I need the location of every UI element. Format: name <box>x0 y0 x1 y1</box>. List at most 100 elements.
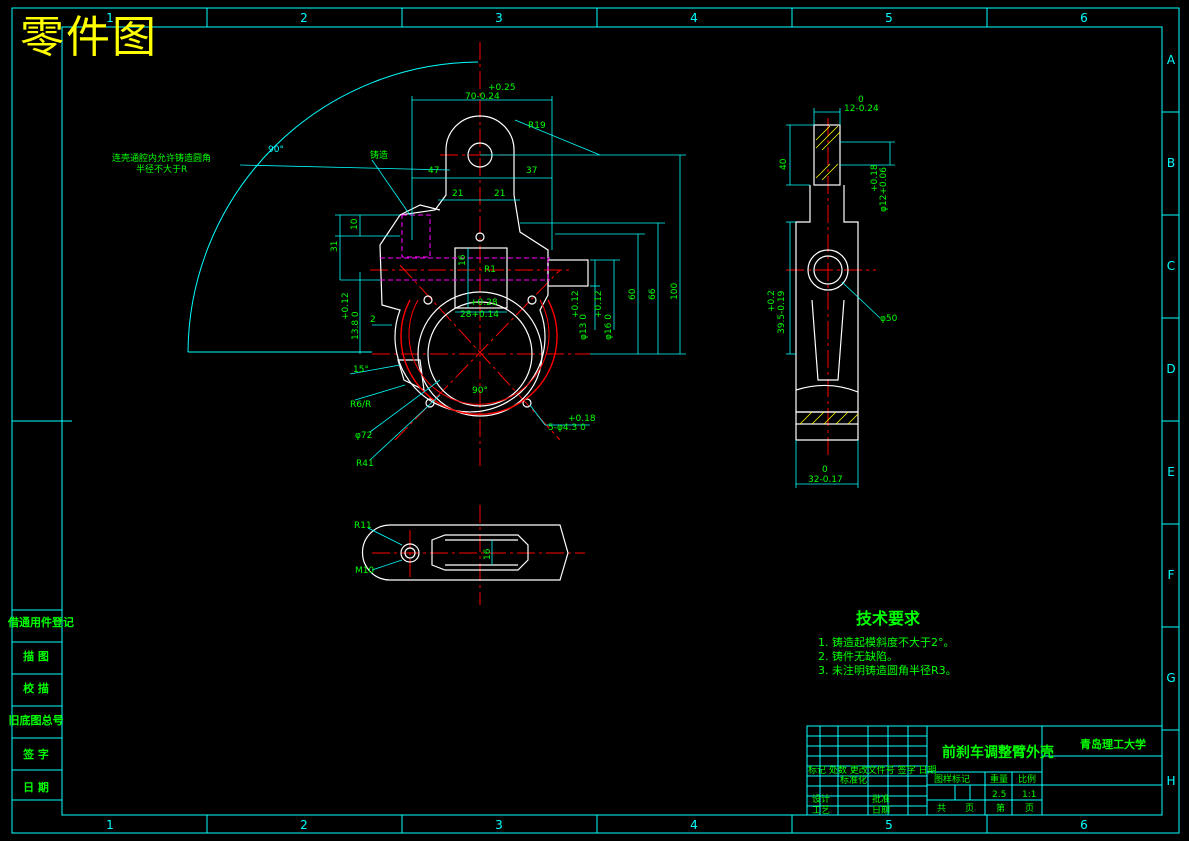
dim-r41: R41 <box>356 459 374 469</box>
dim-60: 60 <box>628 288 638 300</box>
dim-phi12-tol: +0.18 <box>870 164 880 192</box>
tech-requirement-item: 3. 未注明铸造圆角半径R3。 <box>818 664 957 677</box>
dim-37: 37 <box>526 166 537 176</box>
tech-requirements-title: 技术要求 <box>856 609 921 628</box>
dim-phi50: φ50 <box>880 314 898 324</box>
dim-2: 2 <box>370 315 376 325</box>
dim-40: 40 <box>779 158 789 170</box>
row-label: A <box>1167 53 1176 67</box>
dim-39-5-tol: +0.2 <box>767 290 777 312</box>
sheet-label: 第 <box>996 802 1005 814</box>
side-view: 0 12-0.24 40 +0.18 φ12+0.06 +0.2 39.5-0.… <box>767 95 898 488</box>
dim-28: 28+0.14 <box>460 310 499 320</box>
front-view-labels: +0.25 70-0.24 R19 47 37 21 21 R1 +0.28 2… <box>112 83 680 469</box>
col-label: 1 <box>106 11 114 25</box>
approve-label: 批准 <box>872 793 890 805</box>
dim-r11: R11 <box>354 521 372 531</box>
col-label: 6 <box>1080 818 1088 832</box>
tech-requirement-item: 2. 铸件无缺陷。 <box>818 650 898 663</box>
zone-labels: 1 2 3 4 5 6 1 2 3 4 5 6 A B C D E F G H <box>106 11 1176 832</box>
col-label: 1 <box>106 818 114 832</box>
col-label: 4 <box>690 818 698 832</box>
dim-r6: R6/R <box>350 400 371 410</box>
left-block-item: 校 描 <box>23 682 49 695</box>
drawing-frame <box>11 7 1180 834</box>
scale-value: 1:1 <box>1022 790 1036 800</box>
left-block-item: 描 图 <box>23 650 49 663</box>
bottom-view: R11 M10 16 <box>354 505 585 605</box>
dim-phi12: φ12+0.06 <box>879 167 889 212</box>
dim-phi16-tol: +0.12 <box>594 290 604 318</box>
dim-10: 10 <box>350 218 360 230</box>
dim-31: 31 <box>330 241 340 252</box>
dim-12: 12-0.24 <box>844 104 879 114</box>
dim-r19: R19 <box>528 121 546 131</box>
dim-phi13-tol: +0.12 <box>571 290 581 318</box>
front-view <box>187 42 686 470</box>
dim-70: 70-0.24 <box>465 92 500 102</box>
dim-21a: 21 <box>452 189 463 199</box>
dim-21b: 21 <box>494 189 505 199</box>
dim-phi16: φ16 0 <box>604 314 614 340</box>
process-label: 工艺 <box>812 805 830 816</box>
drawing-title: 零件图 <box>20 12 158 63</box>
row-label: C <box>1167 259 1175 273</box>
dim-16h: 16 <box>483 548 493 560</box>
revision-header: 标记 处数 更改文件号 签字 日期 <box>808 764 936 776</box>
dim-12-tol: 0 <box>858 95 864 105</box>
row-label: F <box>1168 568 1175 582</box>
std-label: 标准化 <box>840 774 867 786</box>
row-label: E <box>1167 465 1175 479</box>
tech-requirement-item: 1. 铸造起模斜度不大于2°。 <box>818 636 955 649</box>
dim-16v: 16 <box>458 254 468 266</box>
total-label: 共 <box>937 803 946 814</box>
dim-66: 66 <box>648 288 658 300</box>
design-label: 设计 <box>812 793 830 805</box>
dim-13-8: 13.8 0 <box>351 311 361 340</box>
col-label: 5 <box>885 11 893 25</box>
dim-28-tol: +0.28 <box>470 298 498 308</box>
row-label: G <box>1166 671 1175 685</box>
col-label: 5 <box>885 818 893 832</box>
row-label: B <box>1167 156 1175 170</box>
col-label: 2 <box>300 818 308 832</box>
col-label: 3 <box>495 11 503 25</box>
col-label: 4 <box>690 11 698 25</box>
left-block-item: 日 期 <box>23 781 49 794</box>
dim-holes: 5-φ4.3 0 <box>548 423 586 433</box>
angle-90-big: 90° <box>268 145 284 155</box>
date-label: 日期 <box>872 805 890 816</box>
scale-label: 比例 <box>1018 773 1036 785</box>
title-block-text: 标记 处数 更改文件号 签字 日期 图样标记 重量 比例 2.5 1:1 共 页… <box>808 764 1036 816</box>
organization: 青岛理工大学 <box>1080 738 1146 751</box>
dim-phi72: φ72 <box>355 431 372 441</box>
sheet-page: 页 <box>1025 803 1034 814</box>
note-boundary-2: 半径不大于R <box>136 163 187 175</box>
weight-label: 重量 <box>990 773 1008 785</box>
angle-15: 15° <box>353 365 369 375</box>
note-boundary: 连壳通腔内允许铸造圆角 <box>112 152 211 164</box>
part-name: 前刹车调整臂外壳 <box>942 745 1054 761</box>
left-block-item: 旧底图总号 <box>8 714 64 727</box>
dim-m10: M10 <box>355 566 374 576</box>
row-label: D <box>1166 362 1175 376</box>
left-block-item: 签 字 <box>23 748 49 761</box>
dim-13-8-tol: +0.12 <box>341 292 351 320</box>
dim-phi13: φ13 0 <box>579 314 589 340</box>
col-label: 3 <box>495 818 503 832</box>
row-label: H <box>1166 774 1175 788</box>
dim-32: 32-0.17 <box>808 475 843 485</box>
dim-holes-tol: +0.18 <box>568 414 596 424</box>
sheets-label: 页 <box>965 803 974 814</box>
col-label: 2 <box>300 11 308 25</box>
col-label: 6 <box>1080 11 1088 25</box>
title-block <box>806 725 1163 816</box>
dim-47: 47 <box>428 166 439 176</box>
stage-label: 图样标记 <box>934 773 970 785</box>
angle-90-inner: 90° <box>472 386 488 396</box>
dim-39-5: 39.5-0.19 <box>777 290 787 334</box>
weight-value: 2.5 <box>992 790 1006 800</box>
dim-32-tol: 0 <box>822 465 828 475</box>
dim-70-tol: +0.25 <box>488 83 516 93</box>
